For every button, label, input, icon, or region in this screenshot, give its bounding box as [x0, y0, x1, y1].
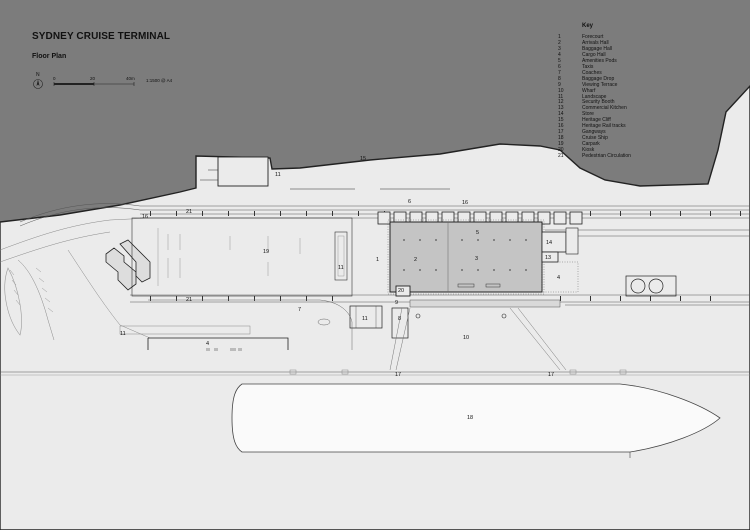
label-kiosk: 20 — [398, 288, 404, 294]
coach-lane — [148, 299, 353, 350]
scale-tick-0: 0 — [53, 76, 56, 81]
drawing-subtitle: Floor Plan — [32, 53, 67, 60]
label-landscape-b: 11 — [338, 265, 344, 271]
cliff-bar-1 — [290, 188, 355, 190]
carpark — [131, 217, 353, 297]
label-landscape-c: 11 — [362, 316, 368, 322]
north-label: N — [36, 72, 40, 78]
carpark-aisles — [157, 228, 301, 286]
label-landscape-a: 11 — [275, 172, 281, 178]
kiosk — [395, 285, 411, 297]
bollard-2 — [501, 313, 507, 319]
cliff-building-steps — [200, 169, 218, 181]
landscape-strip-inner — [337, 235, 345, 277]
scale-tick-40: 40m — [126, 76, 135, 81]
drawing-title: SYDNEY CRUISE TERMINAL — [32, 31, 171, 42]
label-ship: 18 — [467, 415, 473, 421]
label-rail-b: 16 — [462, 200, 468, 206]
amenities-pods — [377, 211, 583, 225]
terminal-halls — [389, 221, 543, 293]
wharf-bollards — [289, 369, 627, 375]
landscape-bed — [119, 325, 251, 335]
landscape-strip — [334, 231, 348, 281]
landscape-block — [349, 305, 383, 329]
label-cargo-b: 4 — [206, 341, 209, 347]
label-carpark: 19 — [263, 249, 269, 255]
left-island — [4, 267, 22, 336]
cargo-compound — [625, 275, 677, 297]
label-cargo: 4 — [557, 275, 560, 281]
key-heading: Key — [582, 23, 594, 29]
tank-2 — [648, 278, 664, 294]
gangways — [389, 307, 567, 371]
label-wharf: 10 — [463, 335, 469, 341]
label-terrace: 9 — [395, 300, 398, 306]
cargo-parking — [147, 337, 289, 350]
coach-roundabout — [317, 318, 331, 326]
label-gangway-b: 17 — [548, 372, 554, 378]
cruise-ship — [231, 383, 721, 453]
label-kitchen: 13 — [545, 255, 551, 261]
label-gangway-a: 17 — [395, 372, 401, 378]
viewing-terrace — [409, 299, 561, 308]
label-cliff: 15 — [360, 156, 366, 162]
label-forecourt: 1 — [376, 257, 379, 263]
left-road-network — [0, 217, 151, 341]
left-pavilion — [105, 239, 151, 291]
label-walk-b: 21 — [186, 297, 192, 303]
scale-tick-20: 20 — [90, 76, 96, 81]
label-drop: 8 — [398, 316, 401, 322]
label-walk-a: 21 — [186, 209, 192, 215]
scale-bar-fill — [54, 83, 94, 85]
label-arrivals: 2 — [414, 257, 417, 263]
tank-1 — [630, 278, 646, 294]
label-rail-a: 16 — [142, 214, 148, 220]
cliff-building — [217, 156, 269, 187]
cargo-hall — [541, 261, 579, 293]
baggage-drop — [391, 307, 409, 339]
label-baggage: 3 — [475, 256, 478, 262]
north-arrow-needle — [36, 79, 40, 86]
cargo-parking-bays — [206, 348, 242, 351]
scale-ratio: 1:1500 @ A4 — [146, 78, 173, 83]
label-pods: 5 — [476, 230, 479, 236]
bollard-1 — [415, 313, 421, 319]
label-store: 14 — [546, 240, 552, 246]
cliff-bar-2 — [380, 188, 450, 190]
security-booth — [565, 227, 579, 255]
label-taxis: 6 — [408, 199, 411, 205]
pedestrian-circulation-markers — [150, 211, 741, 301]
label-landscape-d: 11 — [120, 331, 126, 337]
baggage-belt-2 — [485, 283, 501, 288]
terminal-columns — [403, 239, 527, 271]
label-coaches: 7 — [298, 307, 301, 313]
baggage-belt — [457, 283, 475, 288]
